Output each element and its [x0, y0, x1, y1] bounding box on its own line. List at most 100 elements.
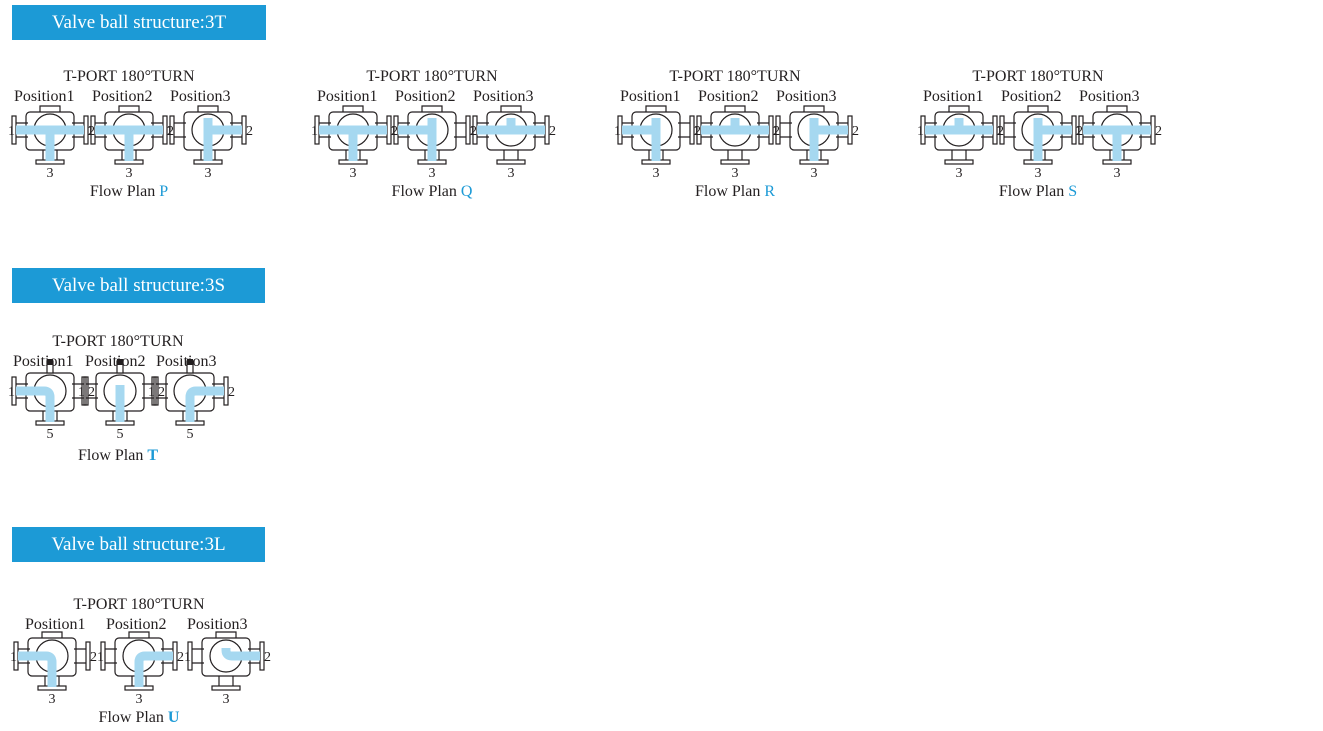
port-label-bottom: 3: [653, 166, 660, 181]
caption-text: Flow Plan: [391, 183, 457, 200]
bottom-pipe: [345, 150, 361, 160]
caption-text: Flow Plan: [98, 709, 164, 726]
plan-caption: Flow Plan P: [12, 183, 246, 201]
port-label-bottom: 3: [49, 692, 56, 707]
caption-text: Flow Plan: [998, 183, 1065, 200]
position-label-2: Position2: [698, 88, 759, 105]
port-label-bottom: 3: [136, 692, 143, 707]
top-bonnet: [724, 105, 746, 112]
left-flange: [169, 115, 175, 145]
port-label-left: 1: [614, 124, 621, 139]
valve-symbol: 1 2 3: [772, 105, 859, 181]
port-label-right: 2: [177, 650, 184, 665]
position-label-2: Position2: [92, 88, 153, 105]
stem-cap: [117, 359, 123, 365]
port-label-left: 1: [772, 124, 779, 139]
position-label-3: Position3: [156, 353, 217, 370]
bottom-pipe: [131, 676, 147, 686]
left-flange: [100, 641, 106, 671]
caption-text: Flow Plan: [89, 183, 156, 200]
bottom-pipe: [42, 150, 58, 160]
port-label-left: 1: [917, 124, 924, 139]
port-label-left: 1: [148, 385, 155, 400]
right-flange: [689, 115, 695, 145]
position-label-2: Position2: [106, 616, 167, 633]
plan-title: T-PORT 180°TURN: [366, 68, 498, 85]
flow-channel: [16, 125, 84, 161]
flow-plan-s: T-PORT 180°TURN Position1 Position2 Posi…: [917, 68, 1162, 203]
port-label-bottom: 3: [811, 166, 818, 181]
top-bonnet: [1027, 105, 1049, 112]
position-label-1: Position1: [14, 88, 75, 105]
top-bonnet: [118, 105, 140, 112]
flow-channel: [622, 118, 661, 161]
bottom-pipe: [121, 150, 137, 160]
plan-caption: Flow Plan R: [618, 183, 852, 201]
bottom-pipe: [200, 150, 216, 160]
position-label-3: Position3: [1079, 88, 1140, 105]
port-label-right: 2: [852, 124, 859, 139]
port-label-left: 1: [469, 124, 476, 139]
port-label-right: 2: [246, 124, 253, 139]
port-label-left: 1: [10, 650, 17, 665]
port-label-left: 1: [1075, 124, 1082, 139]
plan-title: T-PORT 180°TURN: [972, 68, 1104, 85]
top-bonnet: [421, 105, 443, 112]
bottom-pipe: [218, 676, 234, 686]
port-label-right: 2: [158, 385, 165, 400]
plan-title: T-PORT 180°TURN: [63, 68, 195, 85]
port-label-left: 1: [166, 124, 173, 139]
right-flange: [465, 115, 471, 145]
top-bonnet: [41, 631, 63, 638]
caption-text: Flow Plan: [77, 447, 144, 464]
flow-plan-r: T-PORT 180°TURN Position1 Position2 Posi…: [614, 68, 859, 203]
position-label-2: Position2: [1001, 88, 1062, 105]
caption-text: Flow Plan: [694, 183, 761, 200]
left-flange: [81, 376, 87, 406]
left-flange: [999, 115, 1005, 145]
port-label-left: 1: [996, 124, 1003, 139]
flow-channel: [1033, 118, 1072, 161]
flow-channel: [185, 386, 224, 422]
port-label-left: 1: [311, 124, 318, 139]
flow-channel: [809, 118, 848, 161]
port-label-bottom: 3: [223, 692, 230, 707]
flow-plan-p: T-PORT 180°TURN Position1 Position2 Posi…: [8, 68, 253, 203]
port-label-bottom: 5: [187, 427, 194, 442]
plan-caption: Flow Plan Q: [315, 183, 549, 201]
bottom-pipe: [727, 150, 743, 160]
port-label-bottom: 3: [956, 166, 963, 181]
plan-title: T-PORT 180°TURN: [73, 596, 205, 613]
bottom-pipe: [806, 150, 822, 160]
section-heading-3t: Valve ball structure:3T: [12, 5, 266, 40]
flow-plan-q: T-PORT 180°TURN Position1 Position2 Posi…: [311, 68, 556, 203]
port-label-left: 1: [78, 385, 85, 400]
top-bonnet: [215, 631, 237, 638]
top-bonnet: [500, 105, 522, 112]
flow-channel: [925, 118, 993, 135]
stem-cap: [47, 359, 53, 365]
port-label-left: 1: [390, 124, 397, 139]
plan-title: T-PORT 180°TURN: [52, 333, 184, 350]
section-heading-3l: Valve ball structure:3L: [12, 527, 265, 562]
bottom-pipe: [112, 411, 128, 421]
port-label-bottom: 3: [732, 166, 739, 181]
bottom-pipe: [182, 411, 198, 421]
bottom-pipe: [648, 150, 664, 160]
